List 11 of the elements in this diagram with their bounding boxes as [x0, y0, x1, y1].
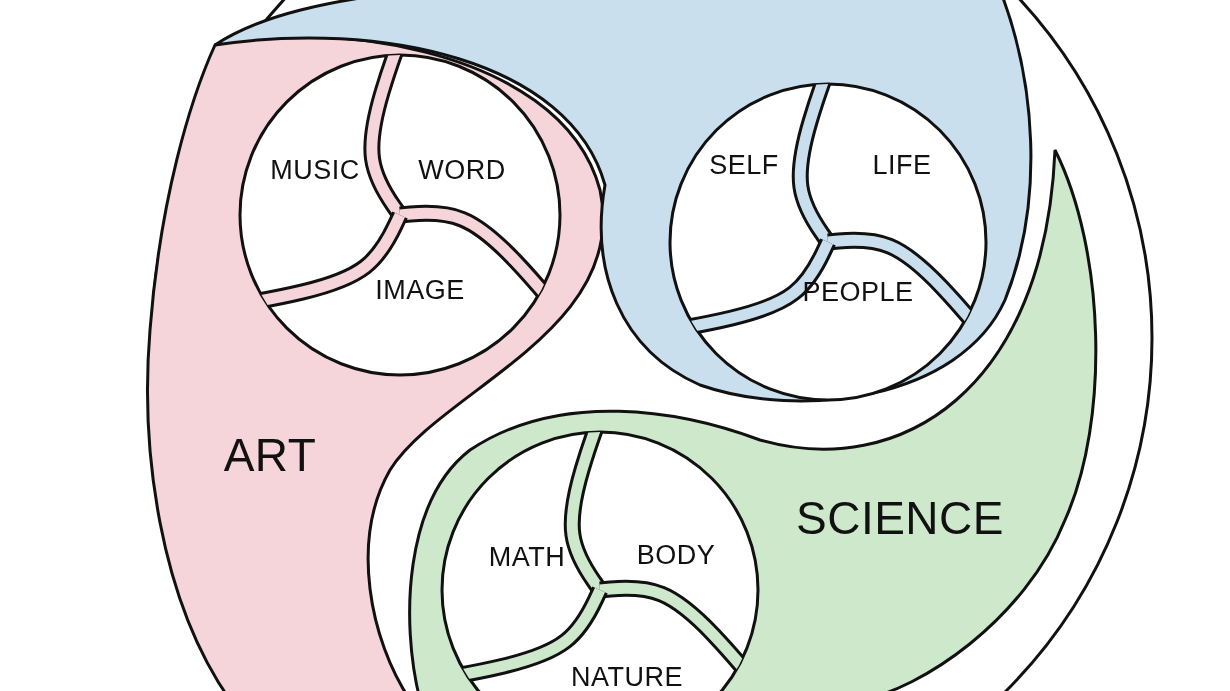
section-label: MATH [488, 541, 566, 573]
region-title: SCIENCE [796, 491, 1004, 545]
section-label: LIFE [872, 149, 932, 181]
section-label: BODY [636, 539, 716, 571]
section-label: SELF [709, 149, 779, 181]
section-label: IMAGE [375, 274, 465, 306]
section-label: MUSIC [270, 154, 360, 186]
section-label: NATURE [571, 661, 683, 691]
section-label: PEOPLE [802, 276, 914, 308]
section-label: WORD [418, 154, 506, 186]
region-title: ART [223, 428, 317, 482]
